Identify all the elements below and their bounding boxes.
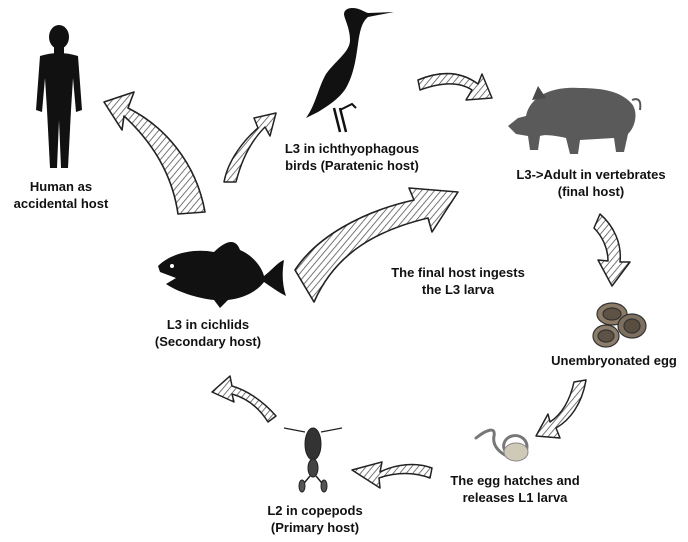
- label-vertebrates-line1: L3->Adult in vertebrates: [498, 166, 684, 183]
- label-vertebrates-line2: (final host): [498, 183, 684, 200]
- label-egg-hatches: The egg hatches and releases L1 larva: [440, 472, 590, 506]
- label-cichlids-host: L3 in cichlids (Secondary host): [138, 316, 278, 350]
- arrow-copepods-to-cichlids: [212, 376, 276, 422]
- label-ingest-line1: The final host ingests: [378, 264, 538, 281]
- arrow-birds-to-pig: [418, 74, 492, 100]
- label-birds-line1: L3 in ichthyophagous: [272, 140, 432, 157]
- label-hatch-line2: releases L1 larva: [440, 489, 590, 506]
- fish-icon: [158, 242, 286, 308]
- label-human-line1: Human as: [2, 178, 120, 195]
- label-vertebrates-host: L3->Adult in vertebrates (final host): [498, 166, 684, 200]
- label-human-line2: accidental host: [2, 195, 120, 212]
- label-copepods-line1: L2 in copepods: [250, 502, 380, 519]
- pig-icon: [508, 86, 640, 154]
- label-copepods-line2: (Primary host): [250, 519, 380, 536]
- larva-icon: [476, 430, 528, 461]
- label-copepods-host: L2 in copepods (Primary host): [250, 502, 380, 536]
- label-egg-line1: Unembryonated egg: [544, 352, 684, 369]
- human-icon: [36, 25, 82, 168]
- arrow-fish-to-birds: [224, 113, 276, 182]
- label-unembryonated-egg: Unembryonated egg: [544, 352, 684, 369]
- eggs-icon: [593, 303, 646, 347]
- copepod-icon: [284, 428, 342, 492]
- heron-icon: [306, 8, 394, 132]
- arrow-vertebrates-to-egg: [594, 214, 630, 286]
- label-human-host: Human as accidental host: [2, 178, 120, 212]
- label-ingest-line2: the L3 larva: [378, 281, 538, 298]
- label-hatch-line1: The egg hatches and: [440, 472, 590, 489]
- label-cichlids-line2: (Secondary host): [138, 333, 278, 350]
- label-birds-line2: birds (Paratenic host): [272, 157, 432, 174]
- arrow-egg-to-hatch: [536, 380, 586, 438]
- label-final-host-ingests: The final host ingests the L3 larva: [378, 264, 538, 298]
- label-cichlids-line1: L3 in cichlids: [138, 316, 278, 333]
- arrow-hatch-to-copepods: [352, 462, 432, 488]
- label-birds-host: L3 in ichthyophagous birds (Paratenic ho…: [272, 140, 432, 174]
